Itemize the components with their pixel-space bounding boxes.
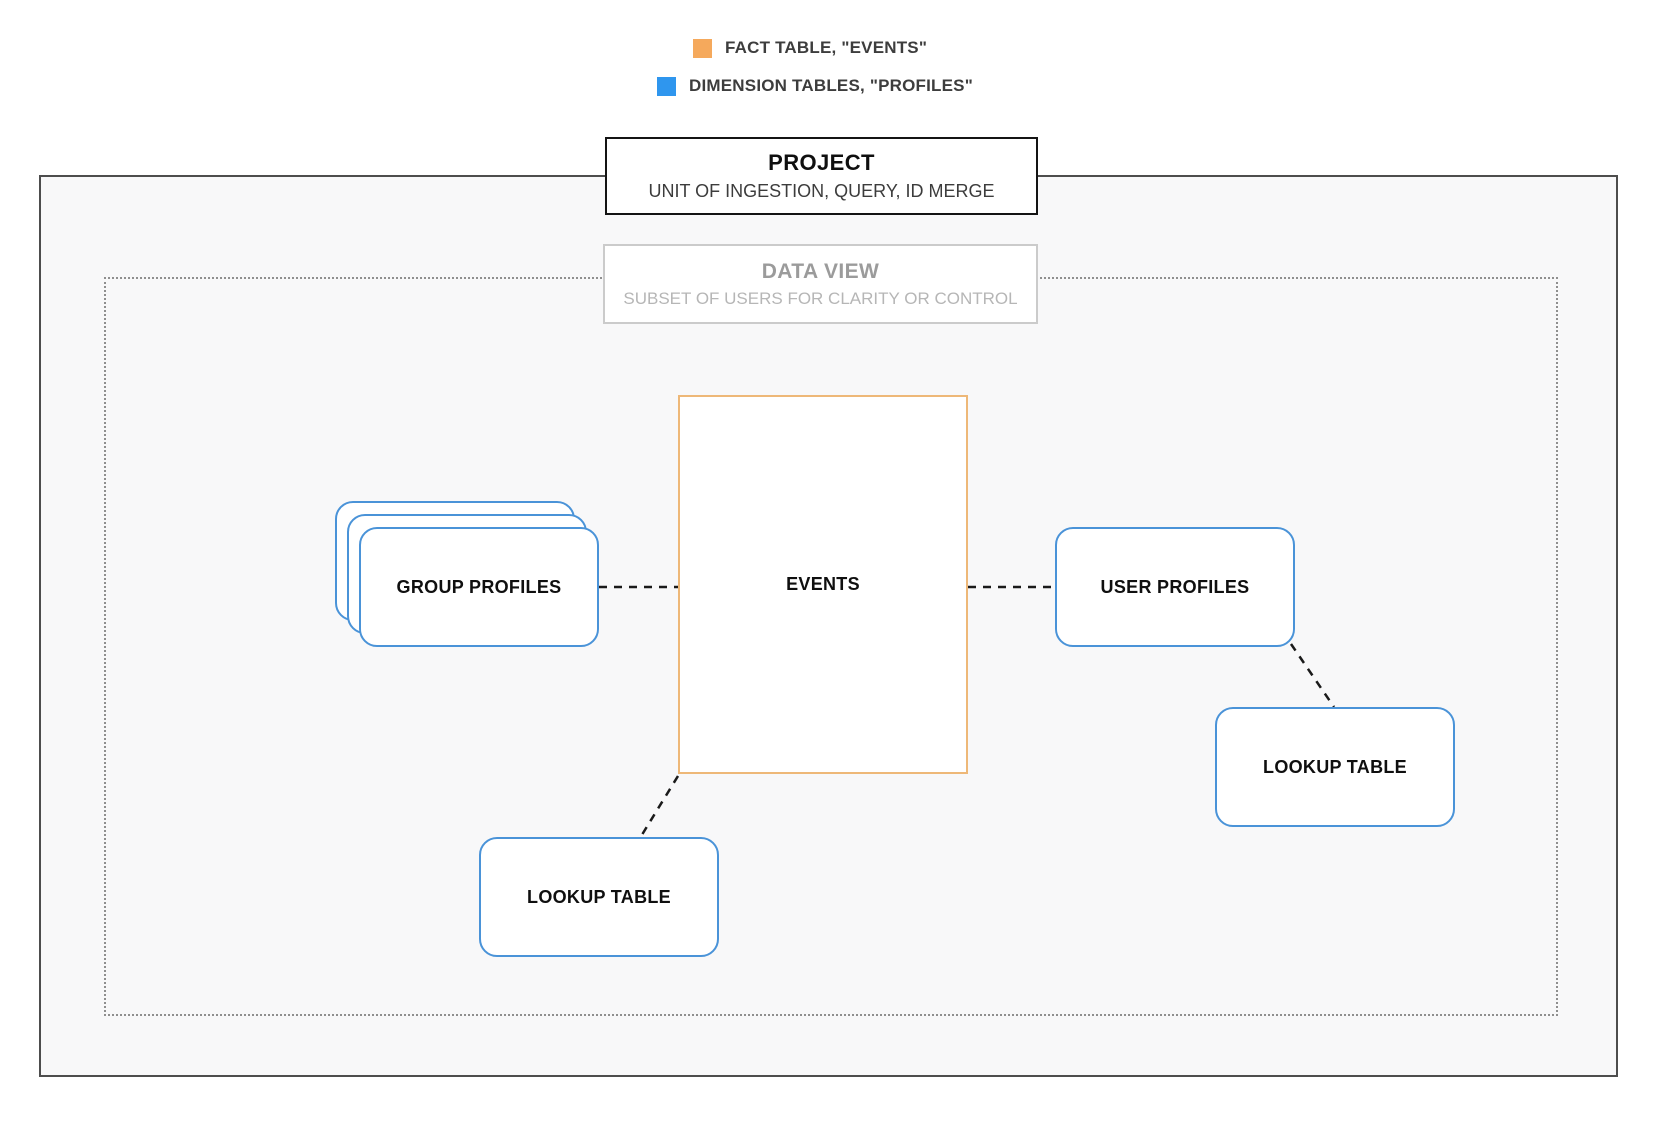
node-label: USER PROFILES bbox=[1100, 576, 1250, 597]
data-view-title: DATA VIEW bbox=[761, 259, 880, 283]
node-label: LOOKUP TABLE bbox=[1263, 756, 1407, 777]
project-subtitle: UNIT OF INGESTION, QUERY, ID MERGE bbox=[648, 181, 995, 201]
dimension-tables-swatch-icon bbox=[657, 76, 676, 96]
node-events-fact-table: EVENTS bbox=[678, 395, 968, 774]
project-header-box: PROJECT UNIT OF INGESTION, QUERY, ID MER… bbox=[605, 137, 1038, 215]
node-lookup-table-right: LOOKUP TABLE bbox=[1215, 707, 1455, 827]
node-label: LOOKUP TABLE bbox=[527, 886, 671, 907]
node-label: GROUP PROFILES bbox=[396, 576, 562, 597]
fact-table-swatch-icon bbox=[693, 38, 712, 58]
legend-item-dimension-tables: DIMENSION TABLES, "PROFILES" bbox=[657, 76, 973, 96]
node-label: EVENTS bbox=[786, 574, 860, 594]
node-group-profiles: GROUP PROFILES bbox=[359, 527, 599, 647]
node-user-profiles: USER PROFILES bbox=[1055, 527, 1295, 647]
legend-item-fact-table: FACT TABLE, "EVENTS" bbox=[693, 38, 927, 58]
legend-item-label: DIMENSION TABLES, "PROFILES" bbox=[689, 76, 973, 95]
data-view-subtitle: SUBSET OF USERS FOR CLARITY OR CONTROL bbox=[623, 288, 1018, 308]
node-lookup-table-bottom: LOOKUP TABLE bbox=[479, 837, 719, 957]
project-title: PROJECT bbox=[768, 150, 875, 175]
legend-item-label: FACT TABLE, "EVENTS" bbox=[725, 38, 928, 57]
data-view-header-box: DATA VIEW SUBSET OF USERS FOR CLARITY OR… bbox=[603, 244, 1038, 324]
